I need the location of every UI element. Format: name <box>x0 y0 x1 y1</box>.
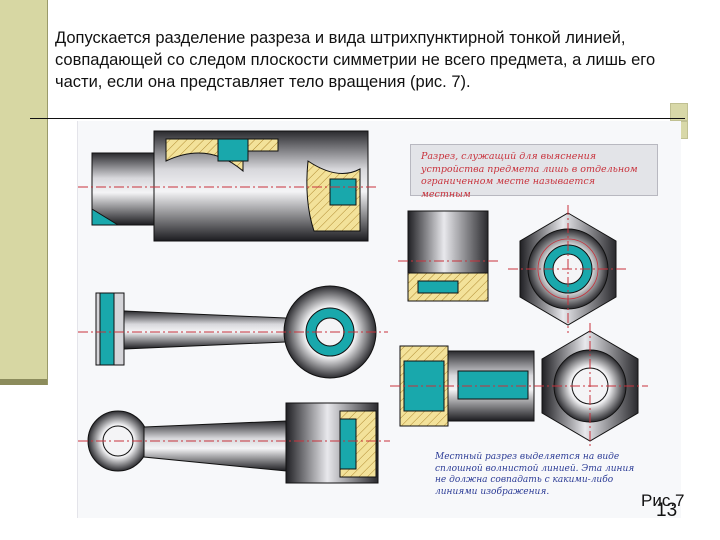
caption-bottom: Местный разрез выделяется на виде сплошн… <box>435 452 635 497</box>
hex-nut-2-drawing <box>534 323 648 449</box>
left-accent-bar <box>0 0 48 385</box>
lever-drawing <box>78 402 390 484</box>
caption-top: Разрез, служащий для выяснения устройств… <box>410 144 658 200</box>
heading-underline <box>30 118 685 119</box>
technical-drawing-figure <box>77 121 681 518</box>
bushing-drawing <box>398 210 498 302</box>
left-accent-bar-shadow <box>0 379 47 385</box>
decorative-square <box>670 103 688 121</box>
crank-drawing <box>78 285 388 379</box>
fitting-drawing <box>390 345 543 427</box>
hex-nut-drawing <box>508 205 628 333</box>
page-number: 13 <box>656 500 678 521</box>
figure-label: Рис.7 <box>641 491 685 510</box>
shaft-drawing <box>78 130 378 242</box>
slide-heading: Допускается разделение разреза и вида шт… <box>55 29 656 91</box>
drawing-canvas <box>78 130 648 484</box>
